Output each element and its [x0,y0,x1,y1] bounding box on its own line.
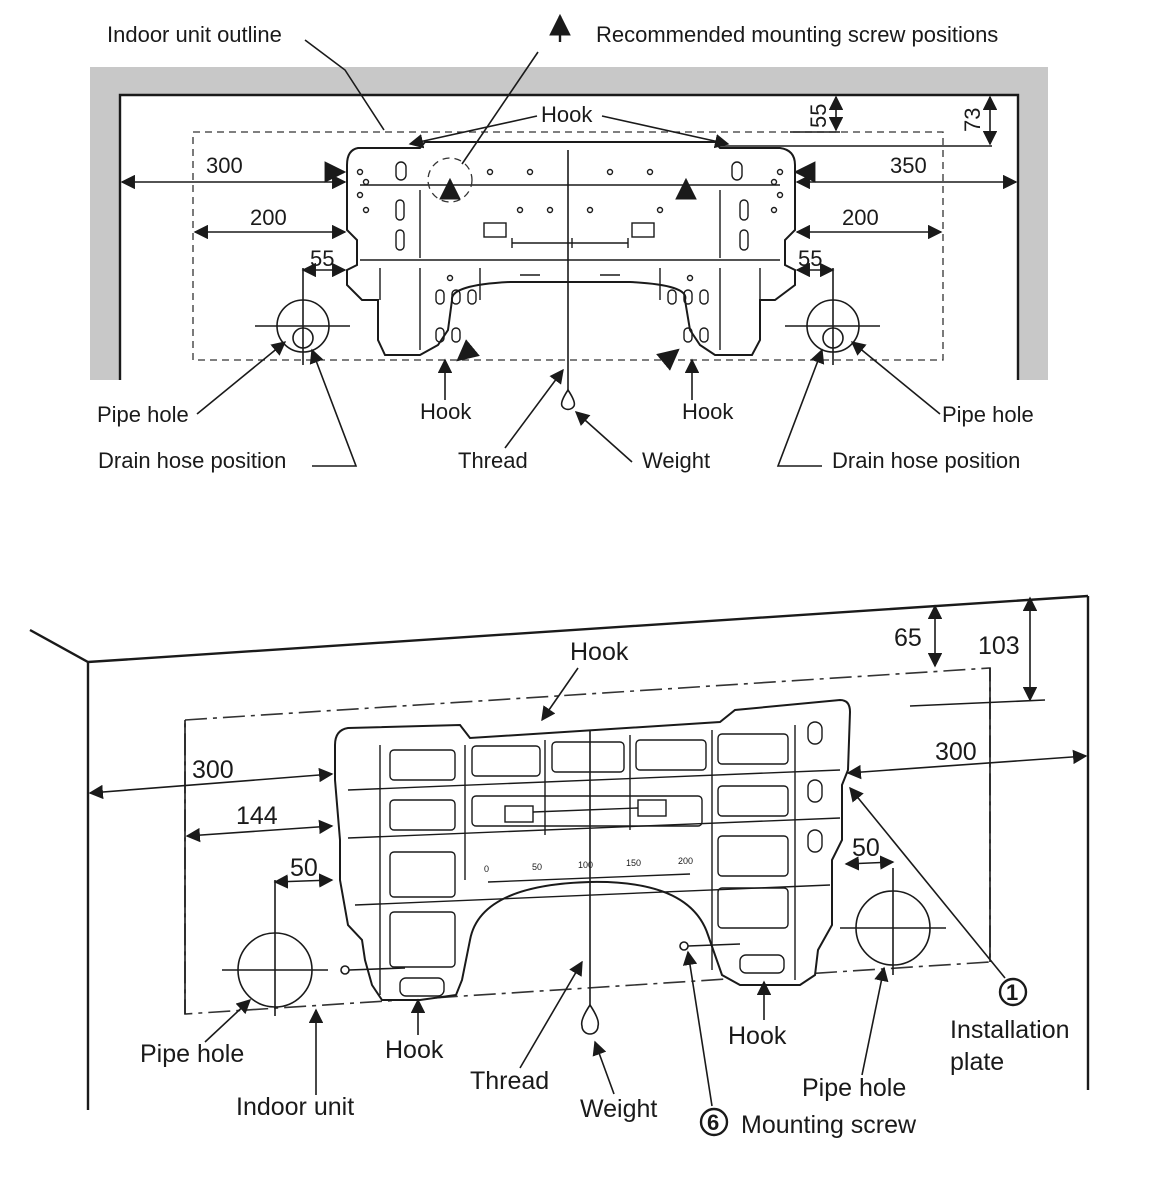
top-dim-right-350: 350 [890,153,927,178]
top-dim-left-300: 300 [206,153,243,178]
top-dim-right-200: 200 [842,205,879,230]
top-diagram: Indoor unit outline Recommended mounting… [90,13,1048,473]
bottom-wall-top-edge [29,594,1089,664]
top-installation-plate [346,141,796,356]
bottom-pipe-hole-right-label: Pipe hole [802,1074,906,1102]
top-pipe-hole-right-label: Pipe hole [942,402,1034,427]
scale-tick-0: 0 [484,864,489,874]
bottom-hook-top-label: Hook [570,638,629,666]
top-screw-highlight-circle [427,157,473,203]
svg-text:6: 6 [707,1110,719,1135]
bottom-dim-65: 65 [894,624,922,652]
top-drain-hose-right-label: Drain hose position [832,448,1020,473]
top-indoor-unit-outline [192,131,944,361]
bottom-mounting-screw-left [340,965,406,975]
scale-tick-150: 150 [626,858,641,868]
scale-tick-50: 50 [532,862,542,872]
bottom-hook-left-label: Hook [385,1036,444,1064]
marker-1-icon: 1 [998,977,1028,1007]
bottom-diagram: 0 50 100 150 200 [29,594,1090,1139]
bottom-pipe-hole-left-label: Pipe hole [140,1040,244,1068]
svg-text:1: 1 [1006,980,1018,1005]
scale-tick-100: 100 [578,860,593,870]
top-hook-label: Hook [541,102,593,127]
marker-6-icon: 6 [699,1107,729,1137]
top-dim-right-55: 55 [798,246,822,271]
top-pipe-hole-left-label: Pipe hole [97,402,189,427]
top-dim-top-73: 73 [960,108,985,132]
bottom-thread-label: Thread [470,1067,549,1095]
bottom-pipe-hole-right [840,868,946,975]
top-pipe-hole-right [785,268,880,365]
top-dim-top-55: 55 [806,104,831,128]
bottom-installation-plate-label-1: Installation [950,1016,1070,1044]
top-hook-bottom-left-label: Hook [420,399,472,424]
bottom-hook-right-label: Hook [728,1022,787,1050]
top-weight-icon [560,388,576,411]
top-plate-holes [356,161,784,343]
bottom-dim-left-300: 300 [192,756,234,784]
top-hook-bottom-right-label: Hook [682,399,734,424]
top-pipe-hole-left [255,268,350,365]
bottom-indoor-unit-label: Indoor unit [236,1093,354,1121]
bottom-dim-103: 103 [978,632,1020,660]
bottom-dim-right-50: 50 [852,834,880,862]
top-dim-left-55: 55 [310,246,334,271]
bottom-installation-plate-label-2: plate [950,1048,1004,1076]
top-indoor-unit-outline-label: Indoor unit outline [107,22,282,47]
bottom-weight-label: Weight [580,1095,657,1123]
bottom-installation-plate: 0 50 100 150 200 [334,698,852,1001]
bottom-weight-icon [580,1003,600,1035]
scale-tick-200: 200 [678,856,693,866]
bottom-mounting-screw-right [679,941,741,951]
bottom-mounting-screw-label: Mounting screw [741,1111,917,1139]
bottom-dim-left-50: 50 [290,854,318,882]
bottom-pipe-hole-left [222,880,328,1016]
top-weight-label: Weight [642,448,710,473]
bottom-dim-left-144: 144 [236,802,278,830]
top-dim-left-200: 200 [250,205,287,230]
bottom-dim-right-300: 300 [935,738,977,766]
top-recommended-screws-label: Recommended mounting screw positions [596,22,998,47]
top-thread-label: Thread [458,448,528,473]
top-drain-hose-left-label: Drain hose position [98,448,286,473]
